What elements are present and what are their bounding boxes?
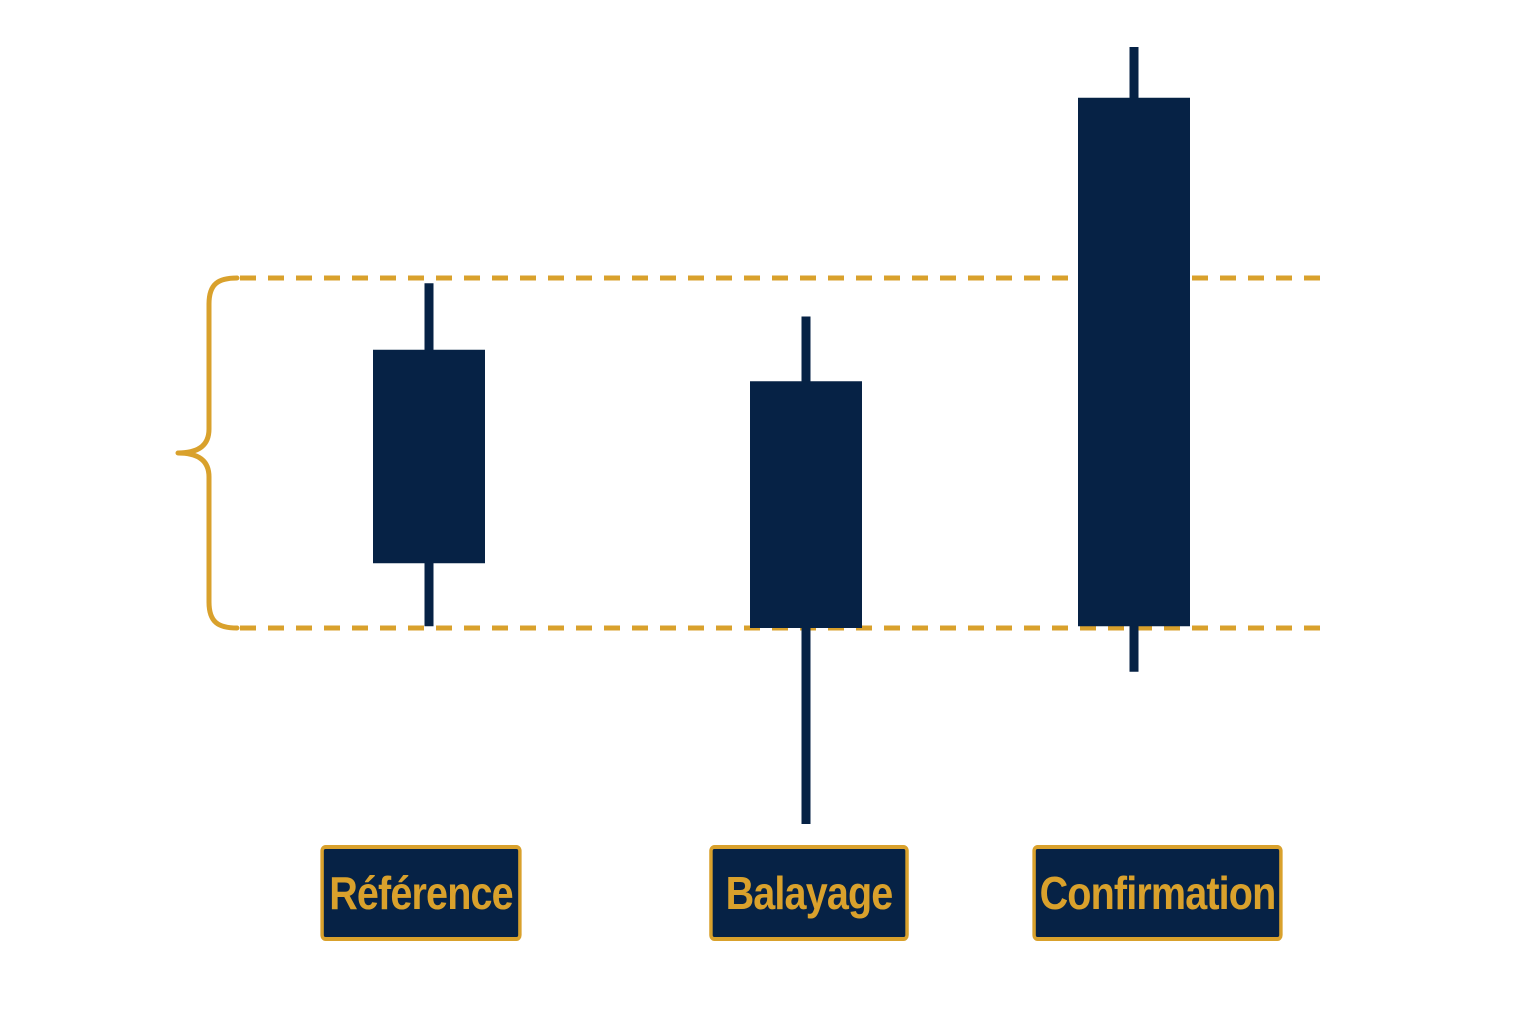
- candle: [750, 316, 862, 824]
- candle-body: [373, 349, 485, 564]
- candle: [373, 283, 485, 627]
- reference-label-text: Référence: [329, 867, 513, 919]
- candle: [1078, 47, 1190, 672]
- reference-label: Référence: [320, 845, 522, 941]
- candle-body: [750, 381, 862, 628]
- sweep-label-text: Balayage: [725, 867, 894, 919]
- candle-body: [1078, 97, 1190, 627]
- confirmation-label-text: Confirmation: [1039, 867, 1277, 919]
- confirmation-label: Confirmation: [1032, 845, 1283, 941]
- range-brace: [175, 275, 240, 631]
- sweep-label: Balayage: [709, 845, 909, 941]
